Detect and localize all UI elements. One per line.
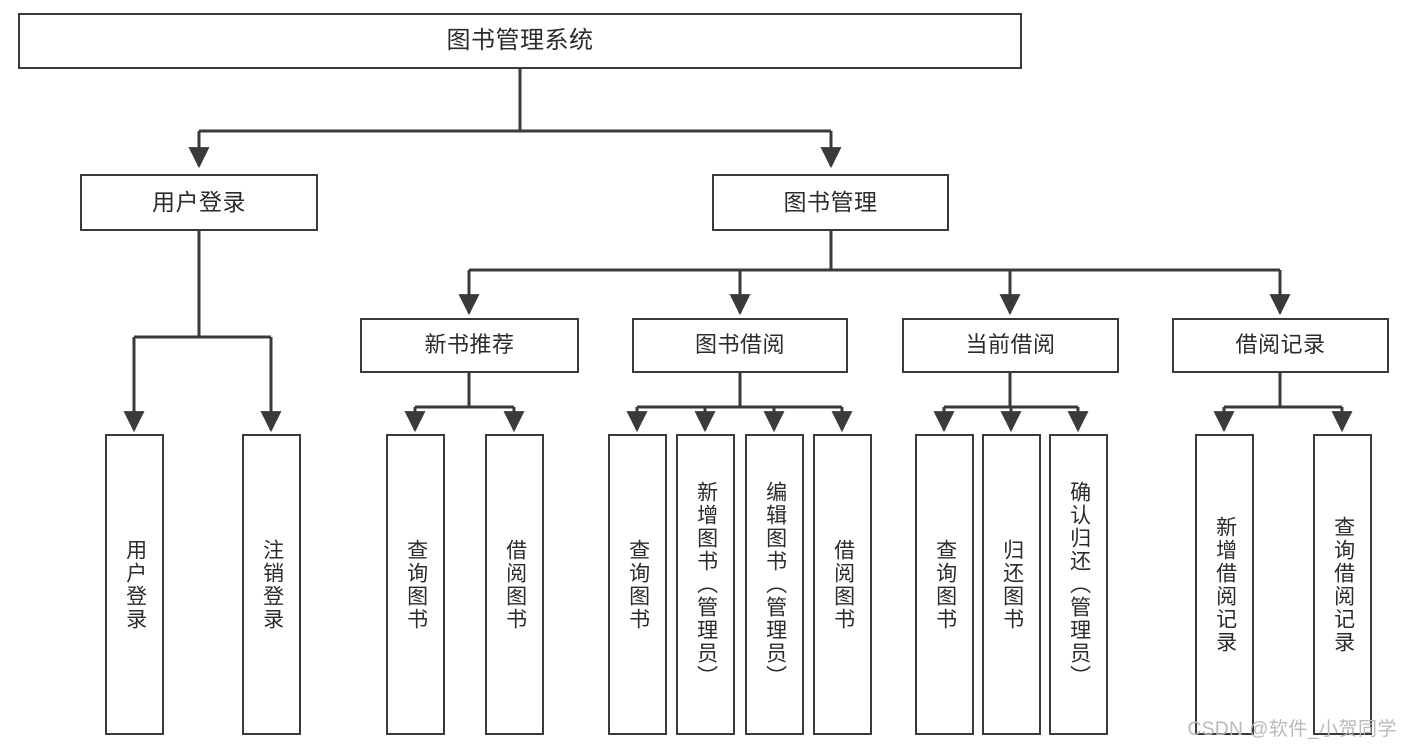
leaf-confirm-return-admin[interactable]: 确认归还（管理员） [1049, 434, 1108, 735]
node-book-management[interactable]: 图书管理 [712, 174, 949, 231]
leaf-borrow-books-recommend-label: 借阅图书 [503, 538, 527, 631]
node-book-borrow[interactable]: 图书借阅 [632, 318, 848, 373]
leaf-add-borrow-record-label: 新增借阅记录 [1213, 515, 1237, 654]
leaf-query-borrow-record[interactable]: 查询借阅记录 [1313, 434, 1372, 735]
leaf-borrow-books[interactable]: 借阅图书 [813, 434, 872, 735]
leaf-edit-book-admin-label: 编辑图书（管理员） [763, 481, 787, 688]
node-borrow-record-label: 借阅记录 [1235, 332, 1326, 358]
node-book-management-label: 图书管理 [783, 188, 878, 215]
leaf-add-book-admin[interactable]: 新增图书（管理员） [676, 434, 735, 735]
leaf-user-login[interactable]: 用户登录 [105, 434, 164, 735]
leaf-add-borrow-record[interactable]: 新增借阅记录 [1195, 434, 1254, 735]
leaf-add-book-admin-label: 新增图书（管理员） [694, 481, 718, 688]
leaf-logout[interactable]: 注销登录 [242, 434, 301, 735]
leaf-query-books-current[interactable]: 查询图书 [915, 434, 974, 735]
leaf-borrow-books-label: 借阅图书 [831, 538, 855, 631]
node-user-login[interactable]: 用户登录 [80, 174, 318, 231]
leaf-query-books-current-label: 查询图书 [933, 538, 957, 631]
node-root[interactable]: 图书管理系统 [18, 13, 1022, 69]
node-current-borrow-label: 当前借阅 [965, 332, 1056, 358]
leaf-query-books-borrow-label: 查询图书 [626, 538, 650, 631]
node-new-book-recommend-label: 新书推荐 [424, 332, 515, 358]
node-new-book-recommend[interactable]: 新书推荐 [360, 318, 579, 373]
node-book-borrow-label: 图书借阅 [694, 332, 785, 358]
leaf-query-books-recommend[interactable]: 查询图书 [386, 434, 445, 735]
leaf-logout-label: 注销登录 [260, 538, 284, 631]
node-current-borrow[interactable]: 当前借阅 [902, 318, 1119, 373]
watermark: CSDN @软件_小贺同学 [1187, 719, 1397, 740]
node-user-login-label: 用户登录 [152, 188, 246, 215]
node-borrow-record[interactable]: 借阅记录 [1172, 318, 1389, 373]
leaf-confirm-return-admin-label: 确认归还（管理员） [1067, 481, 1091, 688]
leaf-query-borrow-record-label: 查询借阅记录 [1331, 515, 1355, 654]
leaf-return-books[interactable]: 归还图书 [982, 434, 1041, 735]
leaf-user-login-label: 用户登录 [123, 538, 147, 631]
leaf-edit-book-admin[interactable]: 编辑图书（管理员） [745, 434, 804, 735]
node-root-label: 图书管理系统 [446, 26, 594, 54]
leaf-query-books-borrow[interactable]: 查询图书 [608, 434, 667, 735]
leaf-return-books-label: 归还图书 [1000, 538, 1024, 631]
leaf-borrow-books-recommend[interactable]: 借阅图书 [485, 434, 544, 735]
leaf-query-books-recommend-label: 查询图书 [404, 538, 428, 631]
